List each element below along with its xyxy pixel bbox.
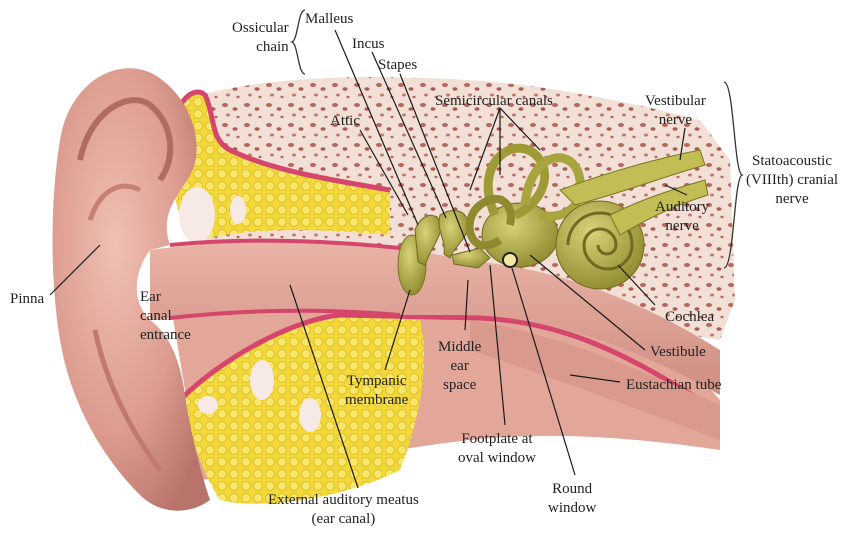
- middle-ear-space-label: Middle ear space: [438, 338, 481, 395]
- external-auditory-meatus-label: External auditory meatus (ear canal): [268, 491, 419, 529]
- attic-label: Attic: [330, 112, 360, 131]
- ear-canal-entrance-line2: canal: [140, 307, 191, 326]
- statoacoustic-line3: nerve: [746, 190, 838, 209]
- auditory-nerve-label: Auditory nerve: [655, 198, 709, 236]
- middle-ear-space-line3: space: [438, 376, 481, 395]
- stapes-label: Stapes: [378, 56, 417, 75]
- round-window-line2: window: [548, 499, 596, 518]
- middle-ear-space-line2: ear: [438, 357, 481, 376]
- ear-canal-entrance-line1: Ear: [140, 288, 191, 307]
- tympanic-membrane-label: Tympanic membrane: [345, 372, 408, 410]
- ear-canal-entrance-label: Ear canal entrance: [140, 288, 191, 345]
- incus-label: Incus: [352, 35, 385, 54]
- statoacoustic-line2: (VIIIth) cranial: [746, 171, 838, 190]
- external-auditory-meatus-line2: (ear canal): [268, 510, 419, 529]
- eustachian-tube-label: Eustachian tube: [626, 376, 721, 395]
- pinna-label: Pinna: [10, 290, 44, 309]
- fat-lobule: [299, 398, 321, 432]
- statoacoustic-line1: Statoacoustic: [746, 152, 838, 171]
- malleus-label: Malleus: [305, 10, 353, 29]
- vestibular-nerve-line2: nerve: [645, 111, 706, 130]
- fat-lobule: [230, 196, 246, 224]
- footplate-line2: oval window: [458, 449, 536, 468]
- tympanic-membrane-line1: Tympanic: [345, 372, 408, 391]
- external-auditory-meatus-line1: External auditory meatus: [268, 491, 419, 510]
- round-window-label: Round window: [548, 480, 596, 518]
- ear-canal-entrance-line3: entrance: [140, 326, 191, 345]
- tympanic-membrane-line2: membrane: [345, 391, 408, 410]
- ossicular-chain-line1: Ossicular: [232, 19, 289, 38]
- auditory-nerve-line1: Auditory: [655, 198, 709, 217]
- fat-lobule: [198, 396, 218, 414]
- auditory-nerve-line2: nerve: [655, 217, 709, 236]
- fat-lobule: [179, 187, 215, 243]
- semicircular-canals-label: Semicircular canals: [435, 92, 553, 111]
- round-window-line1: Round: [548, 480, 596, 499]
- round-window-shape: [503, 253, 517, 267]
- ossicular-bracket: [292, 10, 305, 74]
- ossicular-chain-line2: chain: [232, 38, 289, 57]
- fat-lobule: [250, 360, 274, 400]
- cochlea-label: Cochlea: [665, 308, 714, 327]
- vestibular-nerve-line1: Vestibular: [645, 92, 706, 111]
- vestibule-label: Vestibule: [650, 343, 706, 362]
- ossicular-chain-label: Ossicular chain: [232, 19, 289, 57]
- footplate-label: Footplate at oval window: [458, 430, 536, 468]
- middle-ear-space-line1: Middle: [438, 338, 481, 357]
- footplate-line1: Footplate at: [458, 430, 536, 449]
- statoacoustic-label: Statoacoustic (VIIIth) cranial nerve: [746, 152, 838, 209]
- vestibular-nerve-label: Vestibular nerve: [645, 92, 706, 130]
